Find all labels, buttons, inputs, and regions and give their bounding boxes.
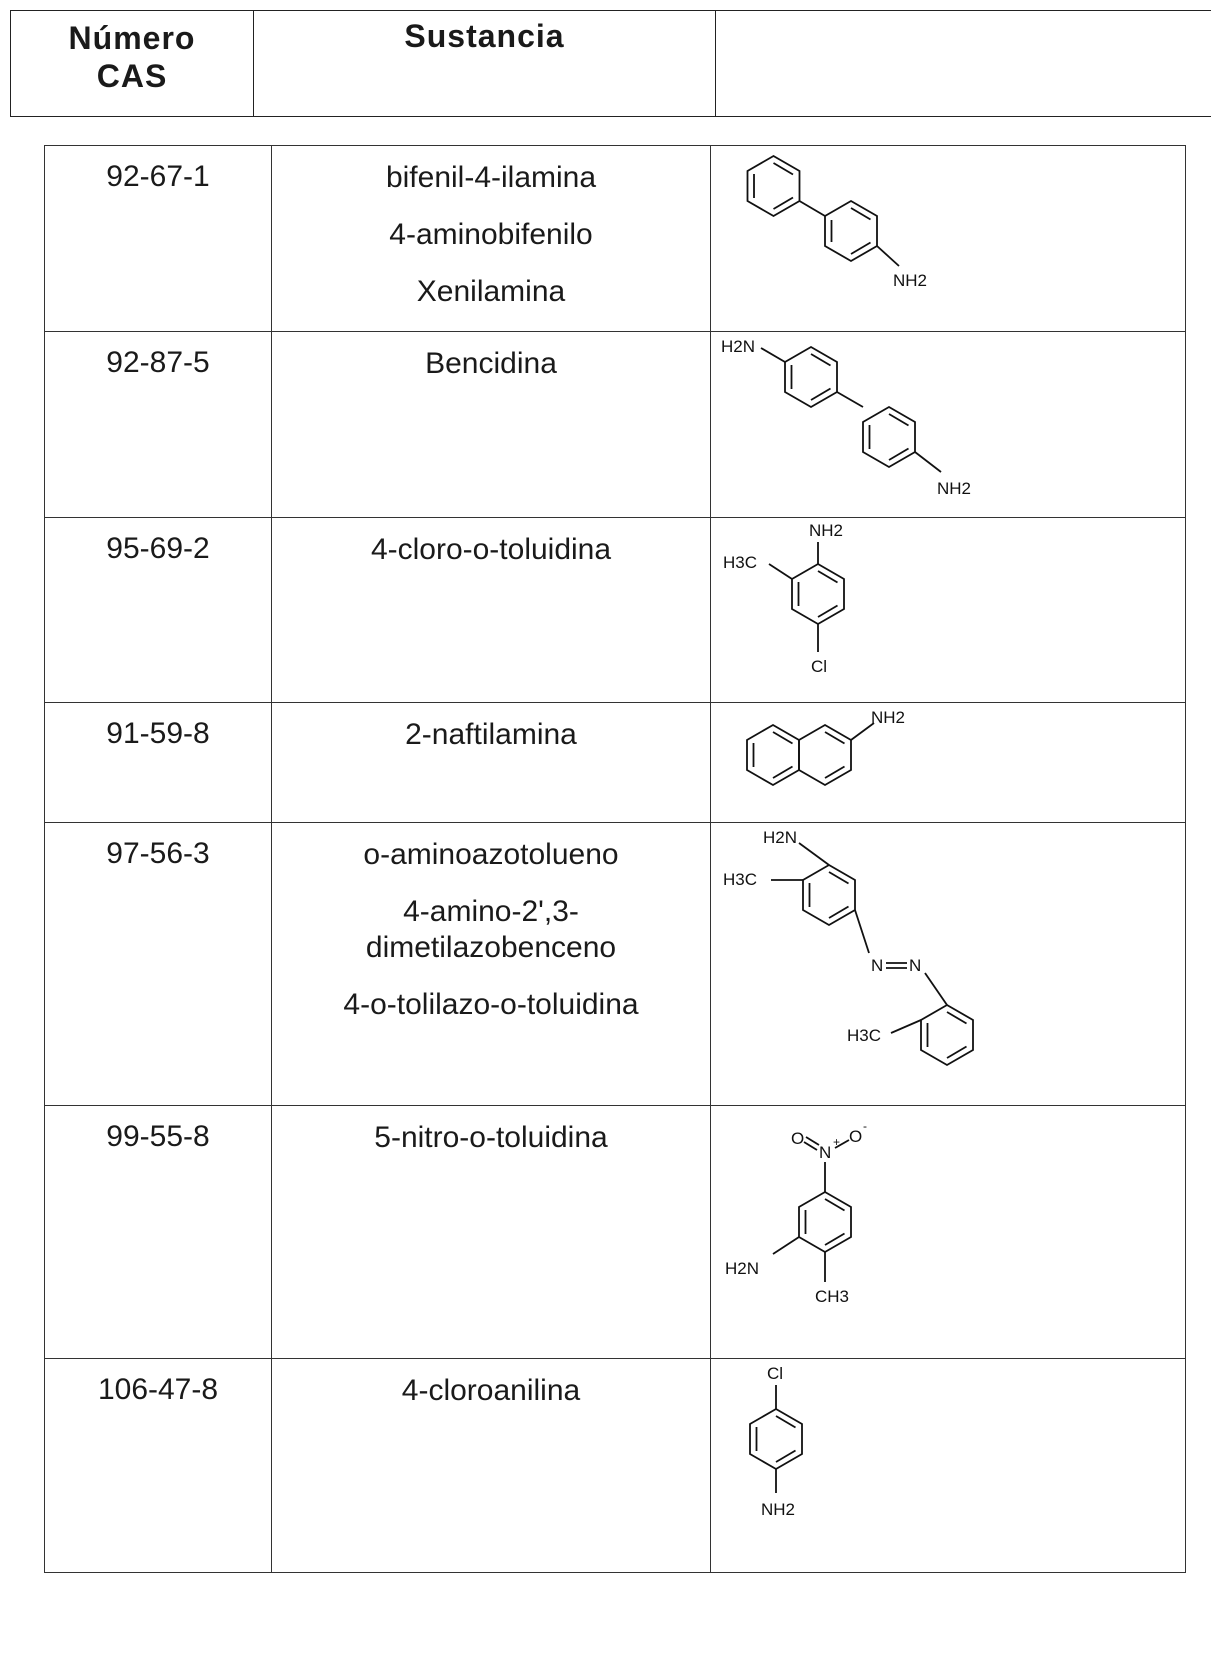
structure-cell: H2N NH2 (710, 331, 1186, 518)
structure-cell: NH2 (710, 145, 1186, 332)
ch3-label: CH3 (815, 1287, 849, 1306)
h3c-label: H3C (723, 553, 757, 572)
structure-cell: NH2 H3C Cl (710, 517, 1186, 703)
cl-label: Cl (767, 1364, 783, 1383)
n-label: N (871, 956, 883, 975)
o-label: O (849, 1127, 862, 1146)
header-cas: Número CAS (10, 10, 254, 117)
header-structure (715, 10, 1211, 117)
cl-label: Cl (811, 657, 827, 676)
substance-name: Xenilamina (416, 275, 566, 308)
substance-name: o-aminoazotolueno (363, 838, 619, 871)
substance-names: Bencidina (271, 331, 711, 518)
5-nitro-o-toluidine-structure-icon: O N + O - H2N CH3 (725, 1119, 867, 1306)
h2n-label: H2N (763, 828, 797, 847)
header-substance: Sustancia (253, 10, 716, 117)
cas-number: 97-56-3 (44, 822, 272, 1106)
substance-name: 5-nitro-o-toluidina (374, 1121, 608, 1154)
table-row: 91-59-8 2-naftilamina NH2 (44, 702, 1186, 823)
substance-names: 4-cloro-o-toluidina (271, 517, 711, 703)
structure-cell: Cl NH2 (710, 1358, 1186, 1573)
plus-label: + (833, 1135, 840, 1149)
cas-number: 91-59-8 (44, 702, 272, 823)
h3c-label: H3C (723, 870, 757, 889)
nh2-label: NH2 (937, 479, 971, 498)
substance-names: o-aminoazotolueno 4-amino-2',3-dimetilaz… (271, 822, 711, 1106)
substance-name: 4-aminobifenilo (389, 218, 593, 251)
substance-name: 4-amino-2',3-dimetilazobenceno (365, 895, 617, 964)
substance-name: 4-cloro-o-toluidina (370, 533, 612, 566)
h3c-label: H3C (847, 1026, 881, 1045)
cas-number: 95-69-2 (44, 517, 272, 703)
structure-cell: H2N H3C N N H3C (710, 822, 1186, 1106)
4-chloroaniline-structure-icon: Cl NH2 (749, 1364, 803, 1519)
o-aminoazotoluene-structure-icon: H2N H3C N N H3C (723, 828, 974, 1067)
4-chloro-o-toluidine-structure-icon: NH2 H3C Cl (723, 521, 845, 676)
2-naphthylamine-structure-icon: NH2 (746, 708, 905, 787)
table-row: 97-56-3 o-aminoazotolueno 4-amino-2',3-d… (44, 822, 1186, 1106)
nh2-label: NH2 (761, 1500, 795, 1519)
h2n-label: H2N (725, 1259, 759, 1278)
table-row: 92-87-5 Bencidina H2N NH2 (44, 331, 1186, 518)
cas-number: 99-55-8 (44, 1105, 272, 1359)
structure-cell: NH2 (710, 702, 1186, 823)
n-label: N (819, 1143, 831, 1162)
table-row: 95-69-2 4-cloro-o-toluidina NH2 H3C Cl (44, 517, 1186, 703)
cas-number: 92-67-1 (44, 145, 272, 332)
minus-label: - (863, 1119, 867, 1133)
table-row: 92-67-1 bifenil-4-ilamina 4-aminobifenil… (44, 145, 1186, 332)
substance-names: 4-cloroanilina (271, 1358, 711, 1573)
substance-name: 4-o-tolilazo-o-toluidina (343, 988, 639, 1021)
header-table: Número CAS Sustancia (10, 10, 1211, 117)
h2n-label: H2N (721, 337, 755, 356)
cas-number: 92-87-5 (44, 331, 272, 518)
substance-name: bifenil-4-ilamina (385, 161, 597, 194)
table-row: 99-55-8 5-nitro-o-toluidina O N + O - H2… (44, 1105, 1186, 1359)
nh2-label: NH2 (809, 521, 843, 540)
substance-name: Bencidina (425, 347, 557, 380)
4-aminobiphenyl-structure-icon: NH2 (746, 154, 927, 290)
n-label: N (909, 956, 921, 975)
substance-names: bifenil-4-ilamina 4-aminobifenilo Xenila… (271, 145, 711, 332)
table-row: 106-47-8 4-cloroanilina Cl NH2 (44, 1358, 1186, 1573)
header-cas-line2: CAS (96, 58, 168, 94)
benzidine-structure-icon: H2N NH2 (721, 337, 971, 498)
substance-names: 2-naftilamina (271, 702, 711, 823)
substance-name: 4-cloroanilina (401, 1374, 581, 1407)
substance-table: 92-67-1 bifenil-4-ilamina 4-aminobifenil… (44, 145, 1186, 1573)
structure-cell: O N + O - H2N CH3 (710, 1105, 1186, 1359)
o-label: O (791, 1129, 804, 1148)
nh2-label: NH2 (871, 708, 905, 727)
cas-number: 106-47-8 (44, 1358, 272, 1573)
nh2-label: NH2 (893, 271, 927, 290)
substance-names: 5-nitro-o-toluidina (271, 1105, 711, 1359)
header-cas-line1: Número (68, 20, 196, 56)
substance-name: 2-naftilamina (405, 718, 577, 751)
